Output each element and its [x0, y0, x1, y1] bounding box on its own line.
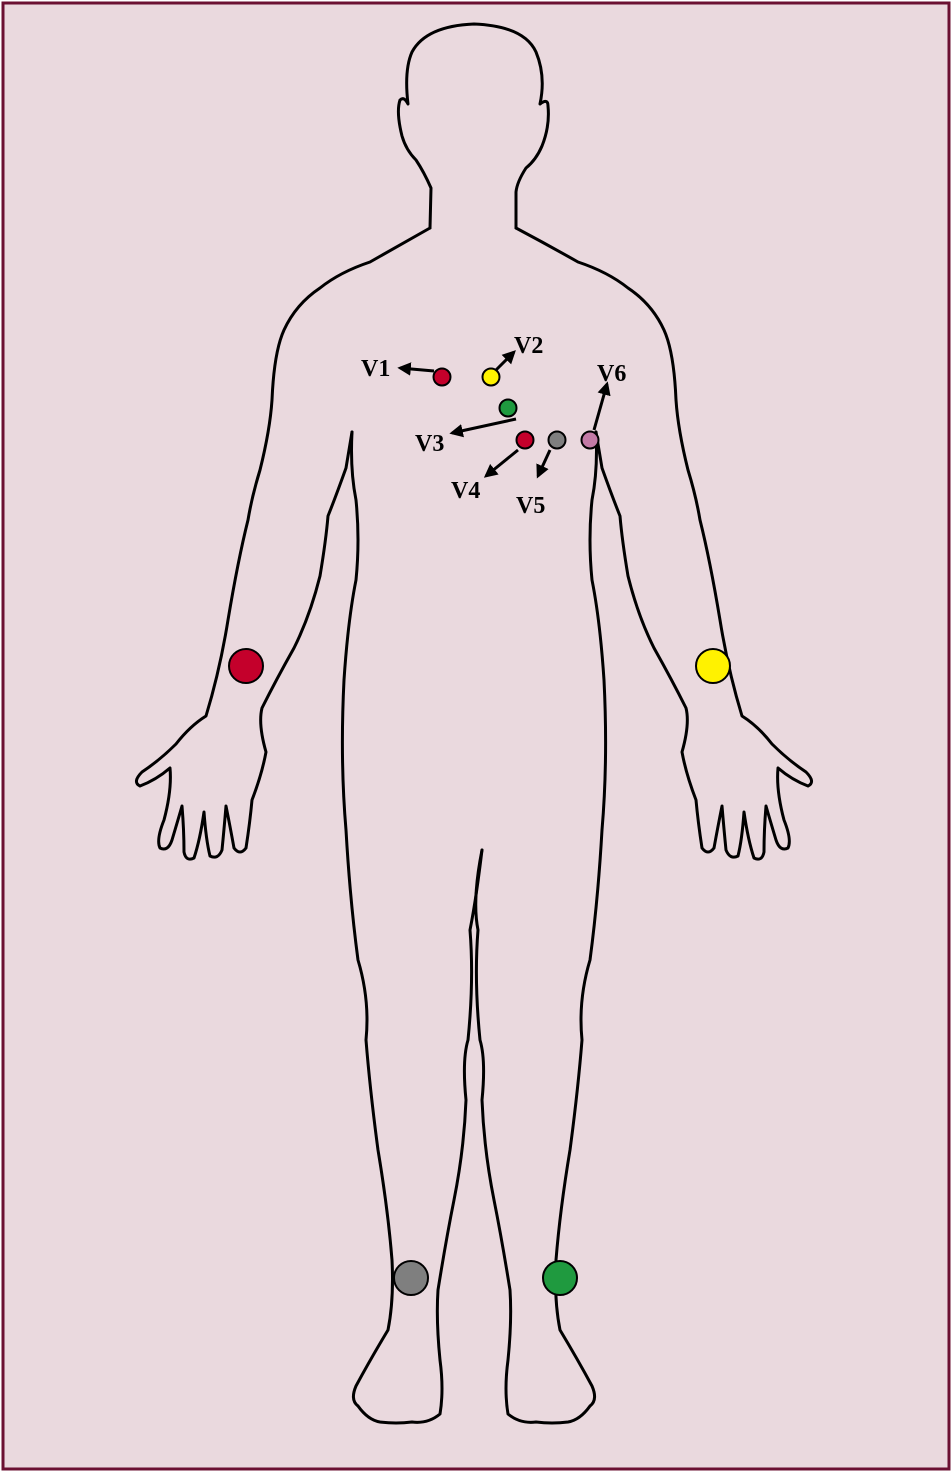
v6-electrode — [582, 432, 599, 449]
v4-label: V4 — [451, 478, 480, 504]
v5-label: V5 — [516, 493, 545, 519]
left-wrist-electrode — [696, 649, 730, 683]
v1-electrode — [434, 369, 451, 386]
v3-label: V3 — [415, 431, 444, 457]
right-ankle-electrode — [394, 1261, 428, 1295]
v2-electrode — [483, 369, 500, 386]
v1-label: V1 — [361, 356, 390, 382]
v2-label: V2 — [514, 333, 543, 359]
v4-electrode — [517, 432, 534, 449]
left-ankle-electrode — [543, 1261, 577, 1295]
v3-electrode — [500, 400, 517, 417]
diagram-background — [3, 3, 949, 1469]
v6-label: V6 — [597, 361, 626, 387]
right-wrist-electrode — [229, 649, 263, 683]
v5-electrode — [549, 432, 566, 449]
